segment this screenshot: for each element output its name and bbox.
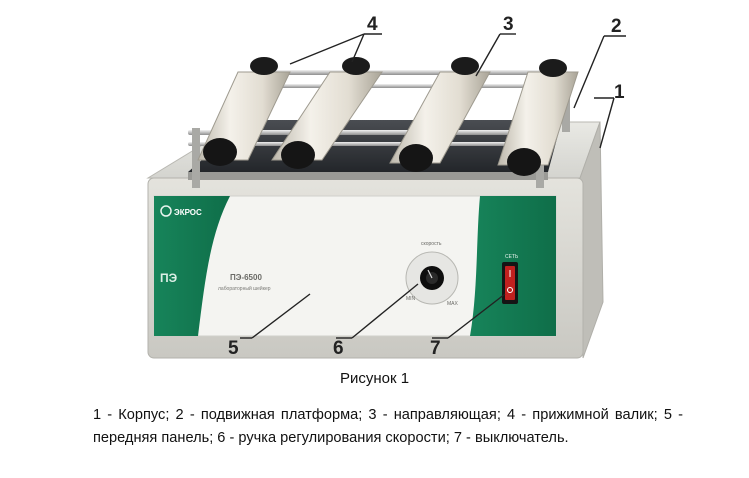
roller [497,59,579,176]
callout-4: 4 [367,14,378,35]
callout-1: 1 [614,82,625,103]
dial-max: MAX [447,301,459,307]
model-name: ПЭ-6500 [230,273,262,282]
power-switch[interactable] [502,262,518,304]
model-logo: ПЭ [160,271,178,285]
callout-6: 6 [333,338,344,359]
callout-7: 7 [430,338,441,359]
figure-legend: 1 - Корпус; 2 - подвижная платформа; 3 -… [93,407,683,446]
shaker-illustration: ЭКРОС ПЭ ПЭ-6500 лабораторный шейкер ско… [146,33,626,359]
roller [389,57,491,172]
switch-label: СЕТЬ [505,254,519,260]
roller [197,57,291,166]
callout-5: 5 [228,338,239,359]
callout-3: 3 [503,14,514,35]
svg-text:ЭКРОС: ЭКРОС [174,208,202,217]
speed-knob[interactable] [405,251,459,305]
front-panel: ЭКРОС ПЭ ПЭ-6500 лабораторный шейкер ско… [153,195,557,337]
brand-logo: ЭКРОС [160,205,202,217]
callout-2: 2 [611,16,622,37]
dial-min: MIN [406,296,416,302]
pressure-rollers [197,57,579,176]
model-subtitle: лабораторный шейкер [218,285,271,292]
dial-title: скорость [421,241,442,247]
roller [271,57,383,169]
callout-leaders [240,33,626,339]
figure-caption: Рисунок 1 [339,370,410,387]
